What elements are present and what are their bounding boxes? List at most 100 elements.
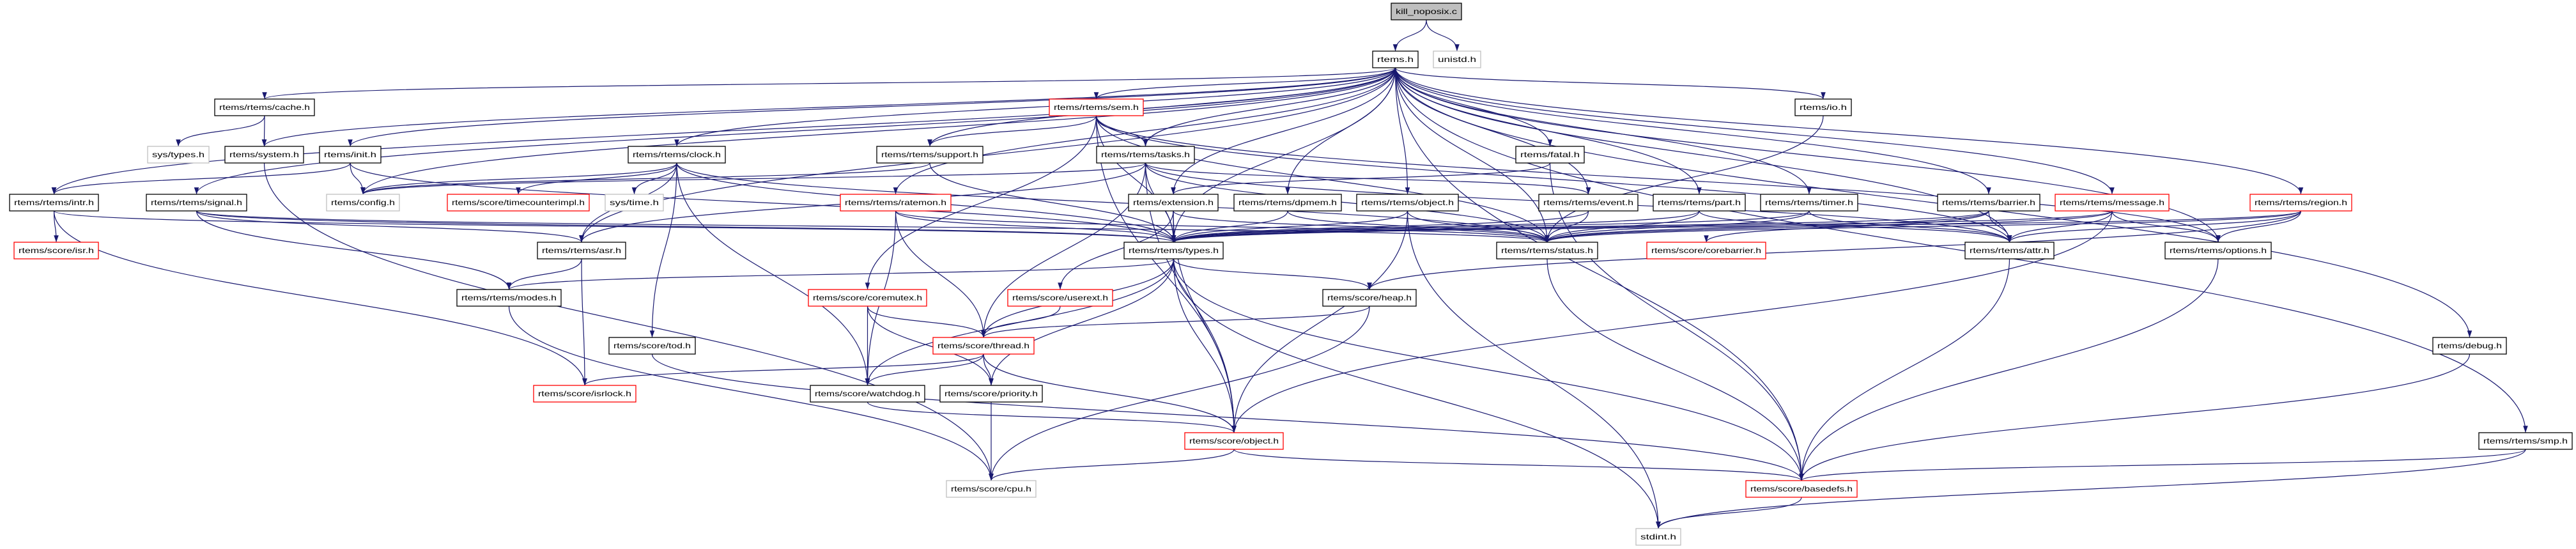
node-sem[interactable]: rtems/rtems/sem.h	[1049, 98, 1144, 116]
node-box	[537, 242, 626, 259]
edge-extension-to-status	[1173, 210, 1550, 243]
node-fatal[interactable]: rtems/fatal.h	[1515, 146, 1585, 164]
node-modes[interactable]: rtems/rtems/modes.h	[456, 289, 562, 307]
edge-thread-to-isrlock	[582, 353, 984, 386]
node-box	[456, 289, 562, 307]
node-ratemon[interactable]: rtems/rtems/ratemon.h	[840, 194, 952, 212]
node-label: rtems/score/watchdog.h	[815, 389, 920, 398]
edge-rtems-to-clock	[674, 67, 1396, 147]
node-box	[1760, 194, 1858, 212]
node-box	[1433, 50, 1481, 68]
edge-barrier-to-attr	[1988, 210, 2012, 243]
edge-rtems-to-region	[1394, 67, 2304, 195]
edge-kill-to-rtems	[1392, 19, 1427, 52]
edge-rtems-to-support	[927, 67, 1396, 147]
node-timecounter[interactable]: rtems/score/timecounterimpl.h	[447, 194, 590, 212]
node-message[interactable]: rtems/rtems/message.h	[2055, 194, 2170, 212]
edge-clock-to-timecounter	[516, 162, 677, 195]
node-thread[interactable]: rtems/score/thread.h	[932, 337, 1035, 355]
node-systime[interactable]: sys/time.h	[605, 194, 664, 212]
node-tod[interactable]: rtems/score/tod.h	[608, 337, 696, 355]
node-label: rtems/score/isrlock.h	[538, 389, 631, 398]
node-label: rtems/rtems/sem.h	[1054, 103, 1139, 112]
node-label: rtems/rtems/attr.h	[1970, 246, 2049, 255]
node-system[interactable]: rtems/system.h	[224, 146, 304, 164]
edge-coremutex-to-thread	[867, 305, 986, 338]
node-isrlock[interactable]: rtems/score/isrlock.h	[533, 385, 636, 403]
node-event[interactable]: rtems/rtems/event.h	[1538, 194, 1639, 212]
node-label: rtems/debug.h	[2437, 341, 2502, 350]
edge-signal-to-status	[196, 210, 1550, 243]
node-box	[326, 194, 400, 212]
node-box	[1496, 242, 1598, 259]
node-unistd[interactable]: unistd.h	[1433, 50, 1481, 68]
edge-ratemon-to-status	[895, 210, 1550, 243]
node-init[interactable]: rtems/init.h	[319, 146, 382, 164]
node-smp[interactable]: rtems/rtems/smp.h	[2478, 432, 2573, 450]
node-support[interactable]: rtems/rtems/support.h	[876, 146, 983, 164]
node-box	[2249, 194, 2352, 212]
node-label: rtems/score/thread.h	[937, 341, 1030, 350]
node-box	[939, 385, 1043, 403]
node-basedefs[interactable]: rtems/score/basedefs.h	[1745, 480, 1858, 498]
edge-rtems-to-system	[262, 67, 1396, 147]
edge-rtems-to-cache	[262, 67, 1396, 100]
node-label: stdint.h	[1640, 532, 1676, 541]
node-part[interactable]: rtems/rtems/part.h	[1653, 194, 1746, 212]
edge-cache-to-systypes	[176, 115, 265, 147]
node-sobject[interactable]: rtems/score/object.h	[1184, 432, 1284, 450]
node-label: sys/time.h	[610, 198, 659, 207]
node-label: rtems/rtems/region.h	[2255, 198, 2347, 207]
node-dpmem[interactable]: rtems/rtems/dpmem.h	[1233, 194, 1342, 212]
edge-thread-to-watchdog	[865, 353, 984, 386]
node-label: rtems/rtems/modes.h	[461, 293, 557, 302]
node-config[interactable]: rtems/config.h	[326, 194, 400, 212]
node-watchdog[interactable]: rtems/score/watchdog.h	[810, 385, 925, 403]
node-isr[interactable]: rtems/score/isr.h	[13, 242, 99, 259]
node-userext[interactable]: rtems/score/userext.h	[1007, 289, 1113, 307]
node-box	[224, 146, 304, 164]
node-timer[interactable]: rtems/rtems/timer.h	[1760, 194, 1858, 212]
node-io[interactable]: rtems/io.h	[1794, 98, 1852, 116]
node-box	[9, 194, 99, 212]
nodes: kill_noposix.c rtems.h unistd.h rtems/rtems…	[9, 3, 2573, 546]
node-types[interactable]: rtems/rtems/types.h	[1123, 242, 1224, 259]
node-status[interactable]: rtems/rtems/status.h	[1496, 242, 1598, 259]
node-extension[interactable]: rtems/extension.h	[1128, 194, 1219, 212]
node-stdint[interactable]: stdint.h	[1635, 528, 1681, 546]
edge-options-to-basedefs	[1799, 258, 2219, 481]
node-robject[interactable]: rtems/rtems/object.h	[1356, 194, 1459, 212]
node-rtems[interactable]: rtems.h	[1372, 50, 1419, 68]
node-kill[interactable]: kill_noposix.c	[1391, 3, 1462, 20]
edge-rtems-to-smp	[1394, 67, 2528, 433]
node-label: rtems/extension.h	[1133, 198, 1214, 207]
node-intr[interactable]: rtems/rtems/intr.h	[9, 194, 99, 212]
node-region[interactable]: rtems/rtems/region.h	[2249, 194, 2352, 212]
node-options[interactable]: rtems/rtems/options.h	[2164, 242, 2272, 259]
edge-userext-to-thread	[981, 305, 1061, 338]
edge-intr-to-types	[53, 210, 1176, 243]
node-coremutex[interactable]: rtems/score/coremutex.h	[808, 289, 927, 307]
node-clock[interactable]: rtems/rtems/clock.h	[628, 146, 726, 164]
edge-debug-to-basedefs	[1799, 353, 2471, 481]
edge-clock-to-watchdog	[676, 162, 870, 386]
node-priority[interactable]: rtems/score/priority.h	[939, 385, 1043, 403]
edge-region-to-heap	[1367, 210, 2302, 290]
node-systypes[interactable]: sys/types.h	[147, 146, 210, 164]
node-heap[interactable]: rtems/score/heap.h	[1322, 289, 1417, 307]
node-corebarrier[interactable]: rtems/score/corebarrier.h	[1646, 242, 1766, 259]
node-box	[2478, 432, 2573, 450]
node-asr[interactable]: rtems/rtems/asr.h	[537, 242, 626, 259]
node-attr[interactable]: rtems/rtems/attr.h	[1964, 242, 2055, 259]
edge-tasks-to-thread	[981, 162, 1146, 338]
node-tasks[interactable]: rtems/rtems/tasks.h	[1096, 146, 1195, 164]
node-barrier[interactable]: rtems/rtems/barrier.h	[1937, 194, 2040, 212]
node-box	[533, 385, 636, 403]
node-cpu[interactable]: rtems/score/cpu.h	[946, 480, 1037, 498]
node-debug[interactable]: rtems/debug.h	[2432, 337, 2507, 355]
node-label: rtems/score/priority.h	[945, 389, 1038, 398]
edge-support-to-types	[929, 162, 1176, 243]
node-cache[interactable]: rtems/rtems/cache.h	[214, 98, 315, 116]
edge-rtems-to-dpmem	[1285, 67, 1396, 195]
node-signal[interactable]: rtems/rtems/signal.h	[146, 194, 247, 212]
